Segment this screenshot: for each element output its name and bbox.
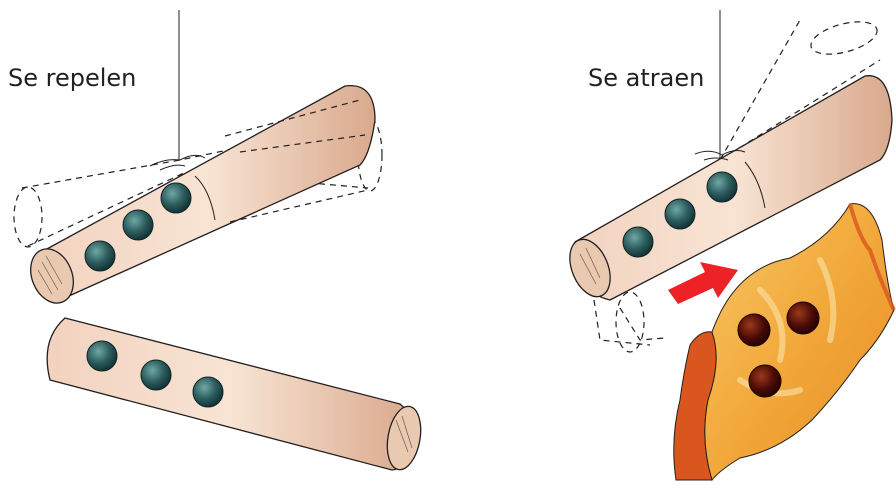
charge [707, 172, 737, 202]
suspended-rod [23, 86, 375, 310]
charge [665, 199, 695, 229]
lower-rod [47, 318, 425, 472]
attract-label: Se atraen [588, 66, 704, 90]
repel-label: Se repelen [8, 66, 136, 90]
charge [85, 241, 115, 271]
charge [749, 365, 781, 397]
charge [738, 314, 770, 346]
charge [87, 341, 117, 371]
charge [123, 210, 153, 240]
charge [193, 377, 223, 407]
red-arrow-icon [668, 262, 738, 304]
charge [161, 183, 191, 213]
charge [623, 227, 653, 257]
charge [141, 360, 171, 390]
charge [787, 302, 819, 334]
